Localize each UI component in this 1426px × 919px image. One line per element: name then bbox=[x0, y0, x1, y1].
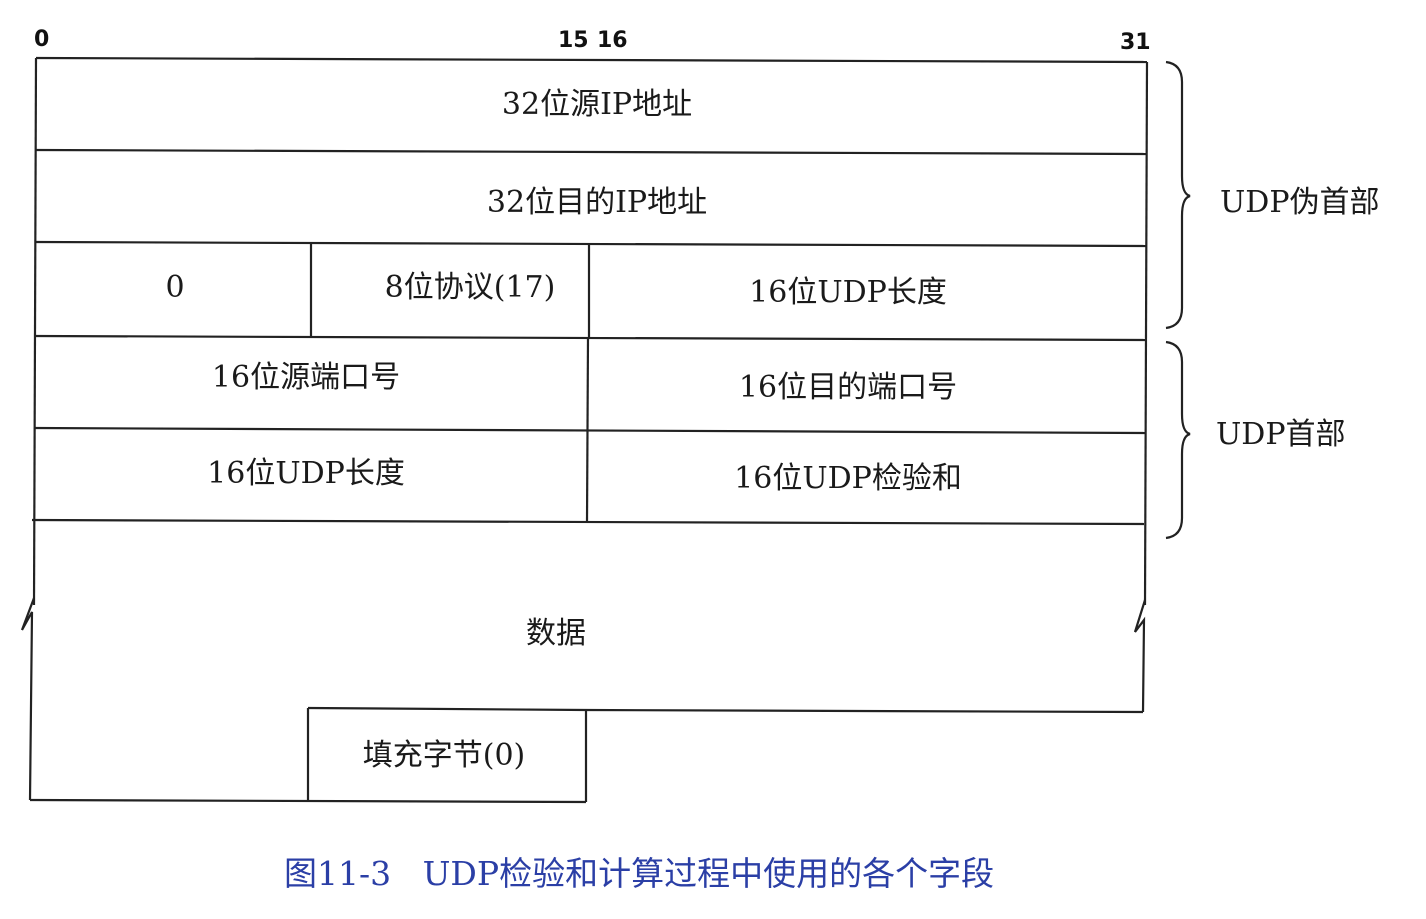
bit-marker-16: 16 bbox=[597, 28, 628, 53]
row-separator-2 bbox=[34, 240, 1147, 248]
field-destination-port: 16位目的端口号 bbox=[739, 370, 957, 405]
group-label-pseudo-header: UDP伪首部 bbox=[1220, 185, 1380, 220]
group-label-udp-header: UDP首部 bbox=[1216, 417, 1346, 452]
left-border-upper bbox=[32, 57, 38, 606]
top-border bbox=[35, 56, 1148, 64]
right-border-upper bbox=[1143, 61, 1149, 606]
data-bottom-right bbox=[585, 708, 1144, 714]
field-udp-length: 16位UDP长度 bbox=[207, 456, 405, 491]
row-separator-4 bbox=[33, 426, 1146, 435]
udp-header-brace bbox=[1165, 340, 1191, 540]
field-zero: 0 bbox=[165, 270, 184, 305]
field-data: 数据 bbox=[526, 616, 586, 651]
pseudo-header-brace bbox=[1165, 60, 1191, 330]
header-grid bbox=[20, 56, 1149, 804]
left-break-zigzag bbox=[20, 597, 36, 801]
field-source-port: 16位源端口号 bbox=[212, 360, 400, 395]
right-break-zigzag bbox=[1133, 599, 1147, 713]
figure-caption: 图11-3 UDP检验和计算过程中使用的各个字段 bbox=[284, 854, 994, 893]
padding-top bbox=[307, 706, 587, 712]
bottom-border bbox=[29, 798, 587, 804]
field-udp-length-pseudo: 16位UDP长度 bbox=[749, 275, 947, 310]
bit-marker-15: 15 bbox=[558, 28, 589, 53]
row-separator-1 bbox=[35, 148, 1148, 156]
col-divider-16bit-rows45 bbox=[585, 336, 590, 523]
field-protocol: 8位协议(17) bbox=[385, 270, 556, 305]
field-source-ip: 32位源IP地址 bbox=[502, 87, 692, 122]
field-udp-checksum: 16位UDP检验和 bbox=[734, 461, 962, 496]
bit-marker-31: 31 bbox=[1120, 30, 1151, 55]
bit-marker-0: 0 bbox=[34, 27, 49, 52]
field-padding: 填充字节(0) bbox=[363, 738, 526, 773]
field-destination-ip: 32位目的IP地址 bbox=[487, 185, 707, 220]
